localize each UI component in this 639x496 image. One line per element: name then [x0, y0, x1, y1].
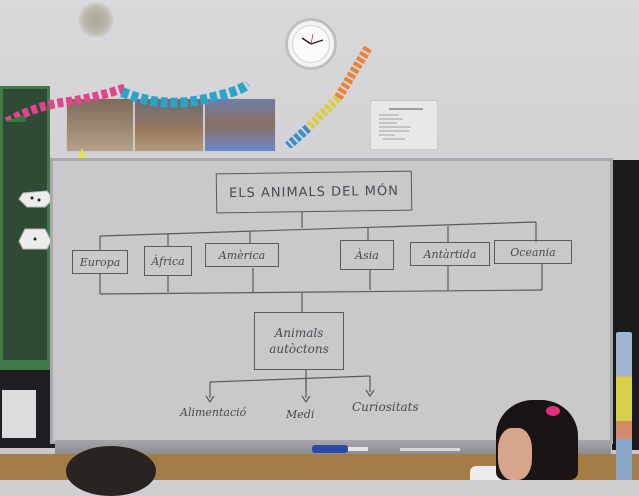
printed-notice — [370, 100, 438, 150]
whiteboard — [50, 158, 613, 444]
leaf-alimentacio: Alimentació — [180, 406, 247, 419]
paper-ghost-decoration-icon — [18, 190, 54, 250]
paper-sheet — [2, 390, 36, 438]
pink-hair-tie — [546, 406, 560, 416]
node-animals-autoctons: Animals autòctons — [254, 312, 344, 370]
pink-garland-decoration-icon — [5, 83, 127, 122]
clock-hands-icon — [301, 33, 324, 45]
class-photo-1 — [66, 98, 134, 152]
green-chalkboard — [0, 86, 54, 368]
wall-stain — [78, 2, 114, 38]
concept-map-connectors — [99, 212, 543, 404]
class-photo-3 — [204, 98, 276, 152]
marker-pen — [348, 447, 368, 451]
node-antartida: Antàrtida — [410, 242, 490, 266]
class-photos — [66, 98, 276, 152]
concept-map-title: ELS ANIMALS DEL MÓN — [215, 170, 413, 214]
node-animals-autoctons-line1: Animals — [274, 326, 324, 340]
clock-face — [292, 25, 330, 63]
node-animals-autoctons-line2: autòctons — [269, 342, 329, 356]
wall-clock-icon — [285, 18, 337, 70]
student-head — [66, 446, 156, 496]
student-face — [498, 428, 532, 480]
marker-pen-red — [400, 448, 460, 451]
class-photo-2 — [134, 98, 204, 152]
leaf-curiositats: Curiositats — [352, 400, 419, 414]
node-america: Amèrica — [205, 243, 279, 267]
node-africa: Àfrica — [144, 246, 192, 276]
rolled-poster-tube — [616, 332, 632, 480]
notice-text-lines-icon — [379, 108, 423, 140]
chalkboard-ledge — [0, 360, 50, 370]
leaf-medi: Medi — [286, 408, 315, 421]
node-asia: Àsia — [340, 240, 394, 270]
paper-streamer-decoration-icon — [284, 45, 372, 148]
blue-garland-decoration-icon — [120, 80, 250, 108]
node-oceania: Oceania — [494, 240, 572, 264]
node-europa: Europa — [72, 250, 128, 274]
blue-eraser — [312, 445, 348, 453]
